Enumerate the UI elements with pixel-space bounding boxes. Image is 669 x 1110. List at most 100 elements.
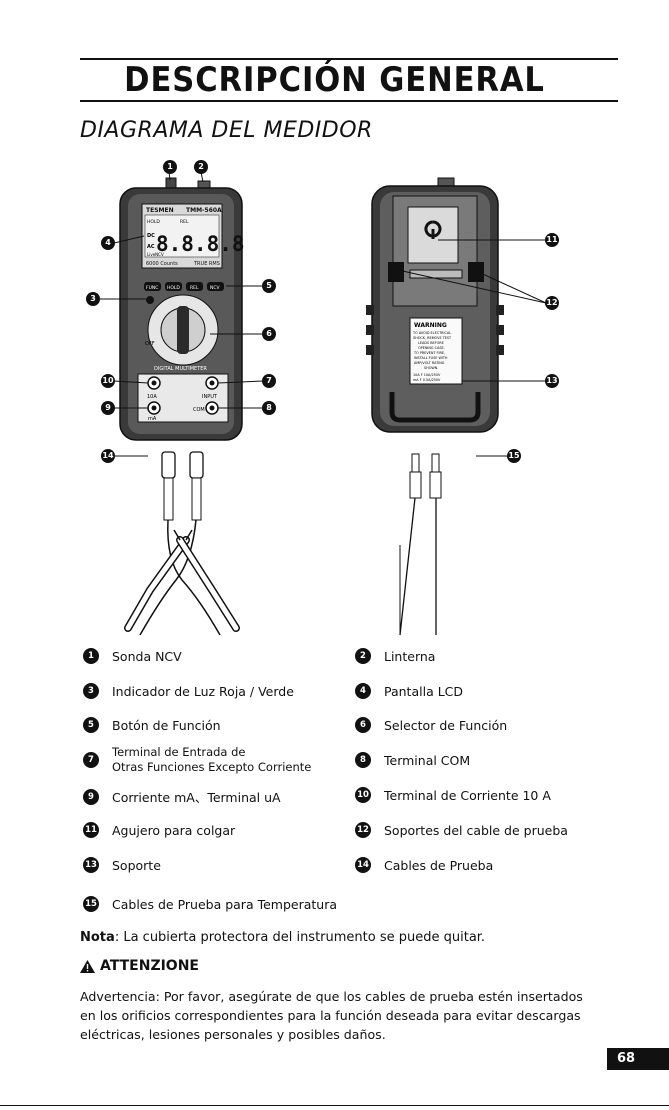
legend-item-11: 11 Agujero para colgar <box>83 822 235 838</box>
top-rule <box>80 58 618 60</box>
meter-diagram: TESMEN TMM-560A HOLD REL DC AC 8.8.8.8 L… <box>100 171 547 636</box>
callout-1: 1 <box>163 160 177 174</box>
page-title: DESCRIPCIÓN GENERAL <box>124 60 545 100</box>
back-warning-line: SHOWN. <box>424 366 438 370</box>
legend-number: 8 <box>355 752 371 768</box>
lcd-dc: DC <box>147 233 155 239</box>
leader-lines <box>100 171 547 457</box>
back-fuse-line: 10A F 10A/250V <box>413 373 441 377</box>
callout-2: 2 <box>194 160 208 174</box>
lcd-rel: REL <box>180 219 189 225</box>
bottom-rule <box>0 1105 669 1106</box>
back-fuse-line: mA F 0.5A/250V <box>413 378 441 382</box>
legend-label: Selector de Función <box>384 717 508 733</box>
legend-number: 14 <box>355 857 371 873</box>
legend-item-15: 15 Cables de Prueba para Temperatura <box>83 896 337 912</box>
lcd-ac: AC <box>147 244 155 250</box>
callout-15: 15 <box>507 449 521 463</box>
section-subtitle: DIAGRAMA DEL MEDIDOR <box>80 118 373 143</box>
legend-item-12: 12 Soportes del cable de prueba <box>355 822 568 838</box>
legend-number: 12 <box>355 822 371 838</box>
legend-number: 15 <box>83 896 99 912</box>
btn-ncv: NCV <box>210 285 221 291</box>
legend-number: 11 <box>83 822 99 838</box>
callout-11: 11 <box>545 233 559 247</box>
legend-label: Soportes del cable de prueba <box>384 822 568 838</box>
legend-item-8: 8 Terminal COM <box>355 752 470 768</box>
legend-label: Terminal COM <box>384 752 471 768</box>
callout-12: 12 <box>545 296 559 310</box>
legend-label: Soporte <box>112 857 161 873</box>
note: Nota: La cubierta protectora del instrum… <box>80 930 485 945</box>
back-warning-title: WARNING <box>414 322 447 329</box>
title-underline <box>80 100 618 102</box>
callout-8: 8 <box>262 401 276 415</box>
legend-number: 2 <box>355 648 371 664</box>
meter-counts: 6000 Counts <box>146 261 178 267</box>
back-warning-line: OPENING CASE. <box>418 346 445 350</box>
meter-brand: TESMEN <box>146 207 174 214</box>
warning-text: Advertencia: Por favor, asegúrate de que… <box>80 989 583 1042</box>
legend-label: Cables de Prueba para Temperatura <box>112 896 337 912</box>
legend-label: Terminal de Corriente 10 A <box>384 787 551 803</box>
legend-number: 10 <box>355 787 371 803</box>
legend-label-line2: Otras Funciones Excepto Corriente <box>112 760 312 774</box>
legend-item-14: 14 Cables de Prueba <box>355 857 493 873</box>
back-warning-line: SHOCK, REMOVE TEST <box>413 336 452 340</box>
callout-10: 10 <box>101 374 115 388</box>
btn-hold: HOLD <box>167 285 180 291</box>
back-warning-line: INSTALL FUSE WITH <box>414 356 448 360</box>
test-leads <box>124 451 240 636</box>
legend-number: 5 <box>83 717 99 733</box>
legend-label: Cables de Prueba <box>384 857 494 873</box>
note-text: : La cubierta protectora del instrumento… <box>114 930 486 945</box>
warning-heading: ATTENZIONE <box>80 958 199 974</box>
warning-triangle-icon <box>80 959 95 973</box>
legend-number: 7 <box>83 752 99 768</box>
callout-14: 14 <box>101 449 115 463</box>
legend-label: Linterna <box>384 648 436 664</box>
page-number: 68 <box>607 1048 669 1070</box>
btn-func: FUNC <box>146 285 158 291</box>
lcd-digits: 8.8.8.8 <box>156 232 245 256</box>
legend-number: 6 <box>355 717 371 733</box>
meter-back: WARNING TO AVOID ELECTRICAL SHOCK, REMOV… <box>366 177 504 433</box>
legend-number: 3 <box>83 683 99 699</box>
legend-number: 4 <box>355 683 371 699</box>
legend-item-2: 2 Linterna <box>355 648 435 664</box>
legend-label: Terminal de Entrada de <box>112 745 246 759</box>
terminal-ma: mA <box>148 416 157 422</box>
legend-label: Sonda NCV <box>112 648 182 664</box>
legend-label: Agujero para colgar <box>112 822 236 838</box>
callout-9: 9 <box>101 401 115 415</box>
callout-7: 7 <box>262 374 276 388</box>
terminal-10a: 10A <box>147 394 157 400</box>
legend-item-13: 13 Soporte <box>83 857 161 873</box>
temperature-leads <box>399 453 442 636</box>
dial-label: DIGITAL MULTIMETER <box>154 366 207 372</box>
callout-6: 6 <box>262 327 276 341</box>
btn-rel: REL <box>190 285 199 291</box>
legend-item-1: 1 Sonda NCV <box>83 648 182 664</box>
callout-4: 4 <box>101 236 115 250</box>
back-warning-line: AMP/VOLT RATING <box>414 361 445 365</box>
back-warning-line: TO AVOID ELECTRICAL <box>412 331 451 335</box>
lcd-hold: HOLD <box>147 219 160 225</box>
legend-item-6: 6 Selector de Función <box>355 717 507 733</box>
meter-model: TMM-560A <box>186 207 222 214</box>
lcd-livencv: LiveNCV <box>147 252 164 257</box>
back-warning-line: TO PREVENT FIRE, <box>413 351 445 355</box>
back-warning-line: LEADS BEFORE <box>418 341 444 345</box>
note-prefix: Nota <box>80 930 115 945</box>
legend-label: Corriente mA、Terminal uA <box>112 790 281 805</box>
legend-number: 1 <box>83 648 99 664</box>
legend-number: 13 <box>83 857 99 873</box>
callout-5: 5 <box>262 279 276 293</box>
meter-front: TESMEN TMM-560A HOLD REL DC AC 8.8.8.8 L… <box>119 177 245 441</box>
callout-3: 3 <box>86 292 100 306</box>
